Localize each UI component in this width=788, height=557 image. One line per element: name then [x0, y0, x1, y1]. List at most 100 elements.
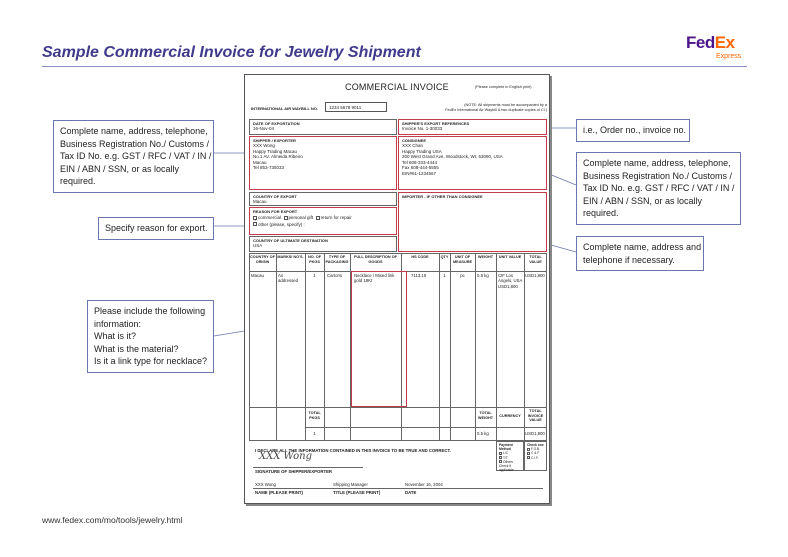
country-of-export-box[interactable]: COUNTRY OF EXPORT Macau	[249, 192, 397, 206]
callout-line: Business Registration No./ Customs /	[60, 138, 210, 149]
callout-line: Business Registration No./ Customs /	[583, 170, 733, 181]
page-title: Sample Commercial Invoice for Jewelry Sh…	[42, 44, 421, 61]
shipper-box[interactable]: SHIPPER / EXPORTER XXX Wong Happy Tradin…	[249, 136, 397, 190]
other-checkbox[interactable]	[253, 222, 257, 227]
payment-note: Check if applicable	[499, 464, 514, 473]
consignee-line: Fax 608-444-5555	[402, 165, 439, 171]
payment-option: T/T	[503, 455, 508, 460]
note-line: (NOTE: All shipments must be accompanied…	[464, 103, 547, 107]
callout-line: Is it a link type for necklace?	[94, 356, 208, 366]
shipper-line: No.1 AV. Almeida Ribeiro	[253, 154, 303, 160]
consignee-line: 200 West Grand Ave, Woodstock, WI, 53090…	[402, 154, 503, 160]
shipper-line: Happy Trading Macau	[253, 148, 298, 154]
ultimate-destination-box[interactable]: COUNTRY OF ULTIMATE DESTINATION USA	[249, 236, 397, 252]
name-line	[253, 488, 543, 489]
note-line: FedEx International Air Waybill & two du…	[445, 107, 547, 112]
awb-label: INTERNATIONAL AIR WAYBILL NO.	[251, 106, 319, 111]
callout-line: Specify reason for export.	[105, 223, 208, 233]
description-highlight	[351, 271, 407, 407]
header-hs-code: HS CODE	[411, 255, 429, 259]
lc-checkbox[interactable]	[499, 452, 502, 456]
currency-label: CURRENCY	[499, 414, 521, 418]
declaration-text: I DECLARE ALL THE INFORMATION CONTAINED …	[255, 448, 451, 453]
waybill-note: (NOTE: All shipments must be accompanied…	[413, 103, 547, 113]
commercial-checkbox[interactable]: ✓	[253, 215, 258, 222]
total-weight-value: 0.5 kg	[477, 431, 489, 436]
total-invoice-label: TOTAL INVOICE VALUE	[527, 409, 544, 423]
fob-checkbox[interactable]	[527, 447, 530, 451]
callout-line: Tax ID No. e.g. GST / RFC / VAT / IN /	[583, 183, 735, 193]
return-repair-checkbox[interactable]	[315, 215, 320, 220]
footer-url[interactable]: www.fedex.com/mo/tools/jewelry.html	[42, 515, 183, 525]
importer-label: IMPORTER - IF OTHER THAN CONSIGNEE	[402, 194, 483, 199]
terms-label: Check one	[527, 443, 544, 447]
country-export-label: COUNTRY OF EXPORT	[253, 194, 297, 199]
header-weight: WEIGHT	[477, 255, 494, 259]
callout-line: EIN / ABN / SSN, or as locally	[583, 195, 703, 206]
logo-ex: Ex	[714, 33, 735, 52]
export-references-box[interactable]: SHIPPER'S EXPORT REFERENCES Invoice No. …	[398, 119, 547, 135]
callout-line: Tax ID No. e.g. GST / RFC / VAT / IN /	[60, 151, 212, 161]
goods-table	[249, 253, 547, 441]
signature-line	[253, 467, 363, 468]
callout-line: telephone if necessary.	[583, 254, 675, 265]
header-unit-measure: UNIT OF MEASURE	[453, 255, 472, 264]
logo-subtitle: Express	[716, 53, 742, 60]
title-value: Shipping Manager	[333, 482, 368, 487]
reason-option: other (please, specify) :	[258, 221, 305, 227]
callout-line: Please include the following	[94, 306, 206, 316]
row-total-value: USD1,800	[525, 273, 545, 278]
title-rule	[42, 66, 747, 67]
country-export-value: Macau	[253, 199, 267, 204]
terms-box: Check one F.O.B. C & F C.I.F.	[524, 441, 547, 471]
cif-checkbox[interactable]	[527, 456, 530, 460]
terms-option: C.I.F.	[531, 455, 539, 460]
header-pkgs: NO. OF PKGS	[307, 255, 322, 264]
date-value: 16-Nov-04	[253, 126, 275, 131]
commercial-invoice: COMMERCIAL INVOICE (Please complete in E…	[244, 74, 550, 504]
column-divider	[524, 253, 525, 441]
tt-checkbox[interactable]	[499, 456, 502, 460]
cf-checkbox[interactable]	[527, 452, 530, 456]
row-qty: 1	[443, 273, 446, 278]
personal-gift-checkbox[interactable]	[283, 215, 288, 220]
date-of-export-box[interactable]: DATE OF EXPORTATION 16-Nov-04	[249, 119, 397, 135]
others-checkbox[interactable]	[499, 460, 502, 464]
reason-for-export-box[interactable]: REASON FOR EXPORT ✓commercial personal g…	[249, 207, 397, 235]
consignee-line: Tel 608-333-4444	[402, 159, 438, 165]
header-total-value: TOTAL VALUE	[529, 255, 542, 264]
fedex-logo: FedEx	[686, 34, 735, 51]
totals-rule	[249, 407, 547, 408]
total-weight-label: TOTAL WEIGHT	[477, 411, 494, 420]
title-label: TITLE (PLEASE PRINT)	[333, 490, 381, 495]
totals-rule-2	[305, 427, 547, 428]
column-divider	[324, 253, 325, 441]
callout-importer: Complete name, address and telephone if …	[576, 236, 704, 271]
shipper-line: Tel 853-735033	[253, 165, 285, 171]
callout-line: What is the material?	[94, 343, 179, 354]
reason-option: return for repair	[320, 215, 352, 220]
awb-field[interactable]: 1234 5678 9011	[325, 102, 387, 112]
callout-line: Complete name, address and	[583, 242, 702, 252]
row-description: Necklace / Mixed link gold 18Kt	[354, 273, 395, 284]
date2-value: November 16, 2004	[405, 482, 443, 487]
callout-reference: i.e., Order no., invoice no.	[576, 119, 690, 142]
consignee-line: XXX Chan	[402, 143, 424, 148]
date-label: DATE OF EXPORTATION	[253, 121, 300, 126]
shipper-line: Macau	[253, 159, 267, 165]
row-country-origin: Macau	[251, 273, 264, 278]
header-unit-value: UNIT VALUE	[498, 255, 522, 259]
callout-line: EIN / ABN / SSN, or as locally	[60, 163, 180, 174]
importer-box[interactable]: IMPORTER - IF OTHER THAN CONSIGNEE	[398, 192, 547, 252]
consignee-line: Happy Trading USA	[402, 148, 442, 154]
row-unit-measure: pc	[460, 273, 465, 278]
callout-goods: Please include the following information…	[87, 300, 214, 373]
shipper-label: SHIPPER / EXPORTER	[253, 138, 296, 143]
total-pkgs-value: 1	[313, 431, 316, 436]
row-pkgs: 1	[313, 273, 316, 278]
column-divider	[496, 253, 497, 441]
total-invoice-value: USD1,800	[525, 431, 545, 436]
consignee-box[interactable]: CONSIGNEE XXX Chan Happy Trading USA 200…	[398, 136, 547, 190]
callout-line: Complete name, address, telephone,	[583, 158, 731, 168]
english-note: (Please complete in English print)	[475, 85, 532, 89]
